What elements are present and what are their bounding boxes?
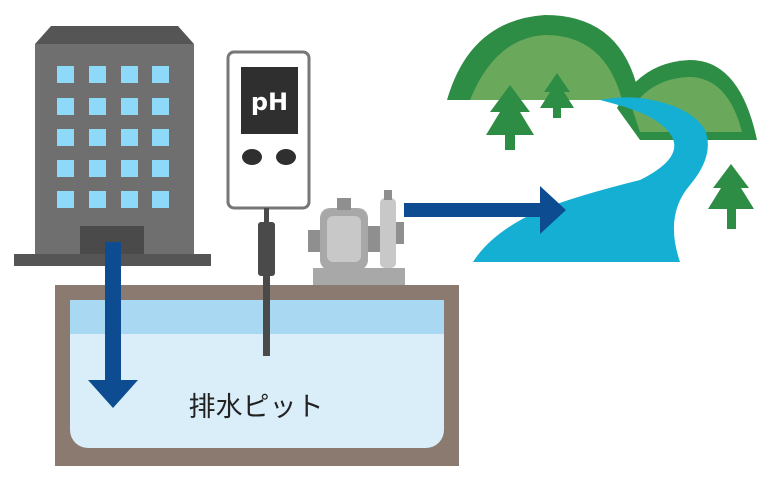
- window: [121, 191, 138, 208]
- window: [89, 98, 106, 115]
- tree-icon: [708, 164, 754, 229]
- building-icon: [14, 26, 211, 266]
- meter-display-label: pH: [251, 88, 288, 116]
- building-windows: [57, 66, 169, 208]
- window: [89, 129, 106, 146]
- window: [121, 129, 138, 146]
- window: [121, 98, 138, 115]
- probe-handle: [258, 222, 275, 276]
- meter-button-right: [276, 149, 296, 165]
- pump-icon: [308, 190, 405, 285]
- window: [57, 160, 74, 177]
- ph-meter-icon: pH: [226, 50, 311, 356]
- window: [152, 98, 169, 115]
- pit-label: 排水ピット: [189, 392, 324, 423]
- window: [57, 66, 74, 83]
- tree-icon: [486, 85, 534, 150]
- meter-display: [241, 67, 298, 134]
- water-surface: [70, 300, 444, 334]
- tree-icon: [540, 73, 574, 118]
- window: [89, 66, 106, 83]
- pit-water: [70, 300, 444, 448]
- drain-pit: 排水ピット: [55, 285, 459, 466]
- window: [152, 160, 169, 177]
- window: [152, 191, 169, 208]
- window: [152, 66, 169, 83]
- river-landscape-icon: [447, 15, 757, 262]
- window: [89, 191, 106, 208]
- window: [121, 160, 138, 177]
- probe-rod: [263, 276, 270, 356]
- window: [89, 160, 106, 177]
- window: [57, 129, 74, 146]
- meter-button-left: [242, 149, 262, 165]
- down-arrow-icon: [88, 242, 138, 408]
- window: [152, 129, 169, 146]
- window: [57, 191, 74, 208]
- right-arrow-icon: [404, 186, 566, 234]
- window: [57, 98, 74, 115]
- river: [473, 97, 708, 262]
- window: [121, 66, 138, 83]
